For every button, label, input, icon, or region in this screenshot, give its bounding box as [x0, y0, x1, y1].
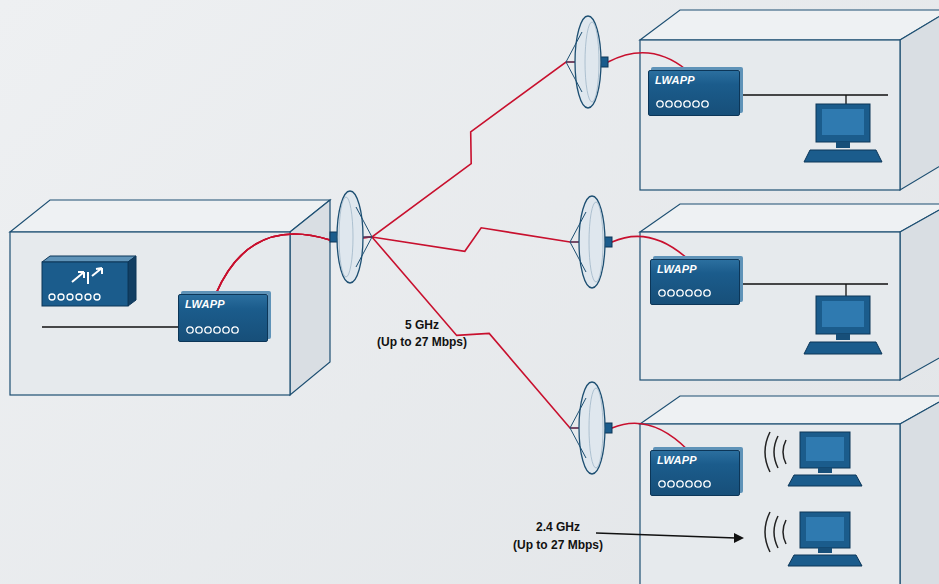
- lwapp-access-point: LWAPP: [178, 294, 268, 342]
- lan-wire: [42, 326, 180, 327]
- device-label: LWAPP: [649, 71, 739, 87]
- frequency-label: (Up to 27 Mbps): [377, 335, 467, 349]
- computer-icon: [804, 296, 882, 354]
- wireless-link: [216, 53, 687, 294]
- building-side: [900, 10, 939, 190]
- lan-wire: [740, 95, 888, 104]
- port-dots: [185, 324, 249, 336]
- building-top: [10, 200, 330, 232]
- dish-antenna: [330, 191, 372, 283]
- controller-icon: [42, 256, 136, 306]
- building-side: [900, 204, 939, 380]
- lwapp-access-point: LWAPP: [650, 259, 740, 305]
- dish-antenna: [570, 382, 612, 474]
- dish-antenna: [566, 16, 608, 108]
- dish-antenna: [570, 196, 612, 288]
- frequency-label: 2.4 GHz: [536, 520, 580, 534]
- lwapp-access-point: LWAPP: [650, 450, 740, 496]
- lwapp-access-point: LWAPP: [648, 70, 740, 116]
- computer-icon: [804, 104, 882, 162]
- port-dots: [655, 98, 719, 110]
- device-label: LWAPP: [651, 451, 739, 467]
- building-top: [640, 10, 939, 40]
- lan-wire: [740, 284, 888, 296]
- wireless-computer-icon: [765, 512, 862, 566]
- wireless-link: [216, 234, 688, 450]
- port-dots: [657, 287, 721, 299]
- building-side: [900, 396, 939, 584]
- building-top: [640, 204, 939, 232]
- wireless-computer-icon: [765, 432, 862, 486]
- building-top: [640, 396, 939, 424]
- building-side: [290, 200, 330, 395]
- device-label: LWAPP: [179, 295, 267, 311]
- building-front: [640, 424, 900, 584]
- building-front: [10, 232, 290, 395]
- pointer-arrow: [596, 533, 744, 543]
- building-front: [640, 40, 900, 190]
- port-dots: [657, 478, 721, 490]
- frequency-label: 5 GHz: [405, 318, 439, 332]
- frequency-label: (Up to 27 Mbps): [513, 538, 603, 552]
- building-front: [640, 232, 900, 380]
- wireless-link: [216, 228, 688, 294]
- device-label: LWAPP: [651, 260, 739, 276]
